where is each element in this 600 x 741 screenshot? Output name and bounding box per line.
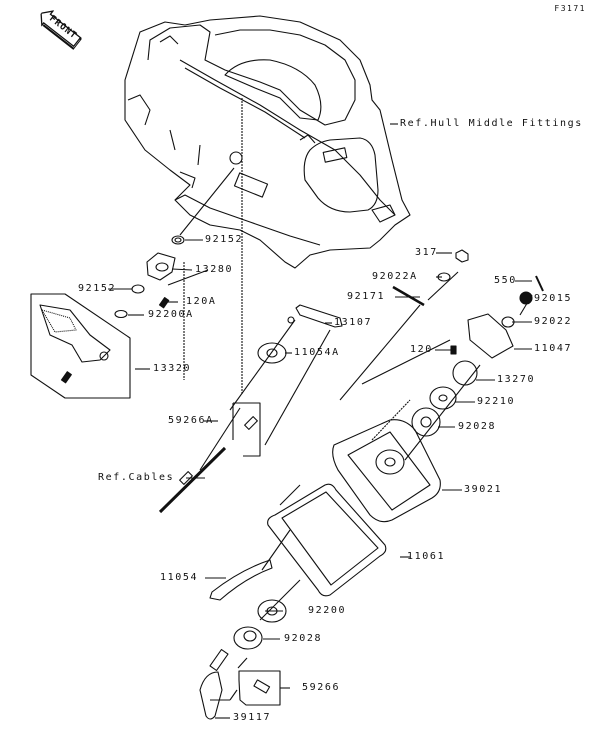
label-92171[interactable]: 92171: [347, 291, 386, 302]
arm-11054: [209, 559, 273, 601]
bracket-11047: [467, 313, 514, 359]
label-13270[interactable]: 13270: [497, 374, 536, 385]
label-59266[interactable]: 59266: [302, 682, 341, 693]
label-317[interactable]: 317: [415, 247, 438, 258]
label-13320[interactable]: 13320: [153, 363, 192, 374]
box-59266: [238, 670, 281, 706]
label-11054[interactable]: 11054: [160, 572, 199, 583]
label-92152[interactable]: 92152: [205, 234, 244, 245]
grommet-92152-a: [171, 235, 185, 245]
disk-13270: [452, 360, 478, 386]
label-39117[interactable]: 39117: [233, 712, 272, 723]
label-550[interactable]: 550: [494, 275, 517, 286]
seal-92200: [257, 599, 287, 623]
label-92152[interactable]: 92152: [78, 283, 117, 294]
bushing-92210: [429, 386, 457, 410]
cable: [158, 446, 227, 514]
label-92015[interactable]: 92015: [534, 293, 573, 304]
label-92210[interactable]: 92210: [477, 396, 516, 407]
label-92022A[interactable]: 92022A: [372, 271, 418, 282]
box-59266A: [232, 402, 261, 457]
washer-92028-a: [411, 407, 441, 437]
arm-13107: [295, 304, 343, 328]
housing-39021: [332, 419, 441, 523]
part-13320-frame: [30, 293, 131, 399]
nut-317: [455, 249, 469, 263]
bracket-13280: [146, 252, 176, 281]
label-39021[interactable]: 39021: [464, 484, 503, 495]
plate-11054A: [257, 342, 287, 364]
label-92028[interactable]: 92028: [284, 633, 323, 644]
label-ref-hull[interactable]: Ref.Hull Middle Fittings: [400, 118, 583, 129]
hull-middle-fitting: [124, 15, 411, 269]
lever-39117: [199, 671, 223, 720]
gasket-11061: [267, 483, 387, 597]
label-92022[interactable]: 92022: [534, 316, 573, 327]
label-11061[interactable]: 11061: [407, 551, 446, 562]
label-59266A[interactable]: 59266A: [168, 415, 214, 426]
label-120A[interactable]: 120A: [186, 296, 217, 307]
label-92028[interactable]: 92028: [458, 421, 497, 432]
label-92200A[interactable]: 92200A: [148, 309, 194, 320]
figure-code: F3171: [554, 4, 586, 13]
label-11054A[interactable]: 11054A: [294, 347, 340, 358]
label-13107[interactable]: 13107: [334, 317, 373, 328]
front-arrow-icon: FRONT: [35, 5, 85, 51]
label-120[interactable]: 120: [410, 344, 433, 355]
washer-92028-b: [233, 626, 263, 650]
label-11047[interactable]: 11047: [534, 343, 573, 354]
label-ref-cables[interactable]: Ref.Cables: [98, 472, 175, 483]
label-92200[interactable]: 92200: [308, 605, 347, 616]
label-13280[interactable]: 13280: [195, 264, 234, 275]
